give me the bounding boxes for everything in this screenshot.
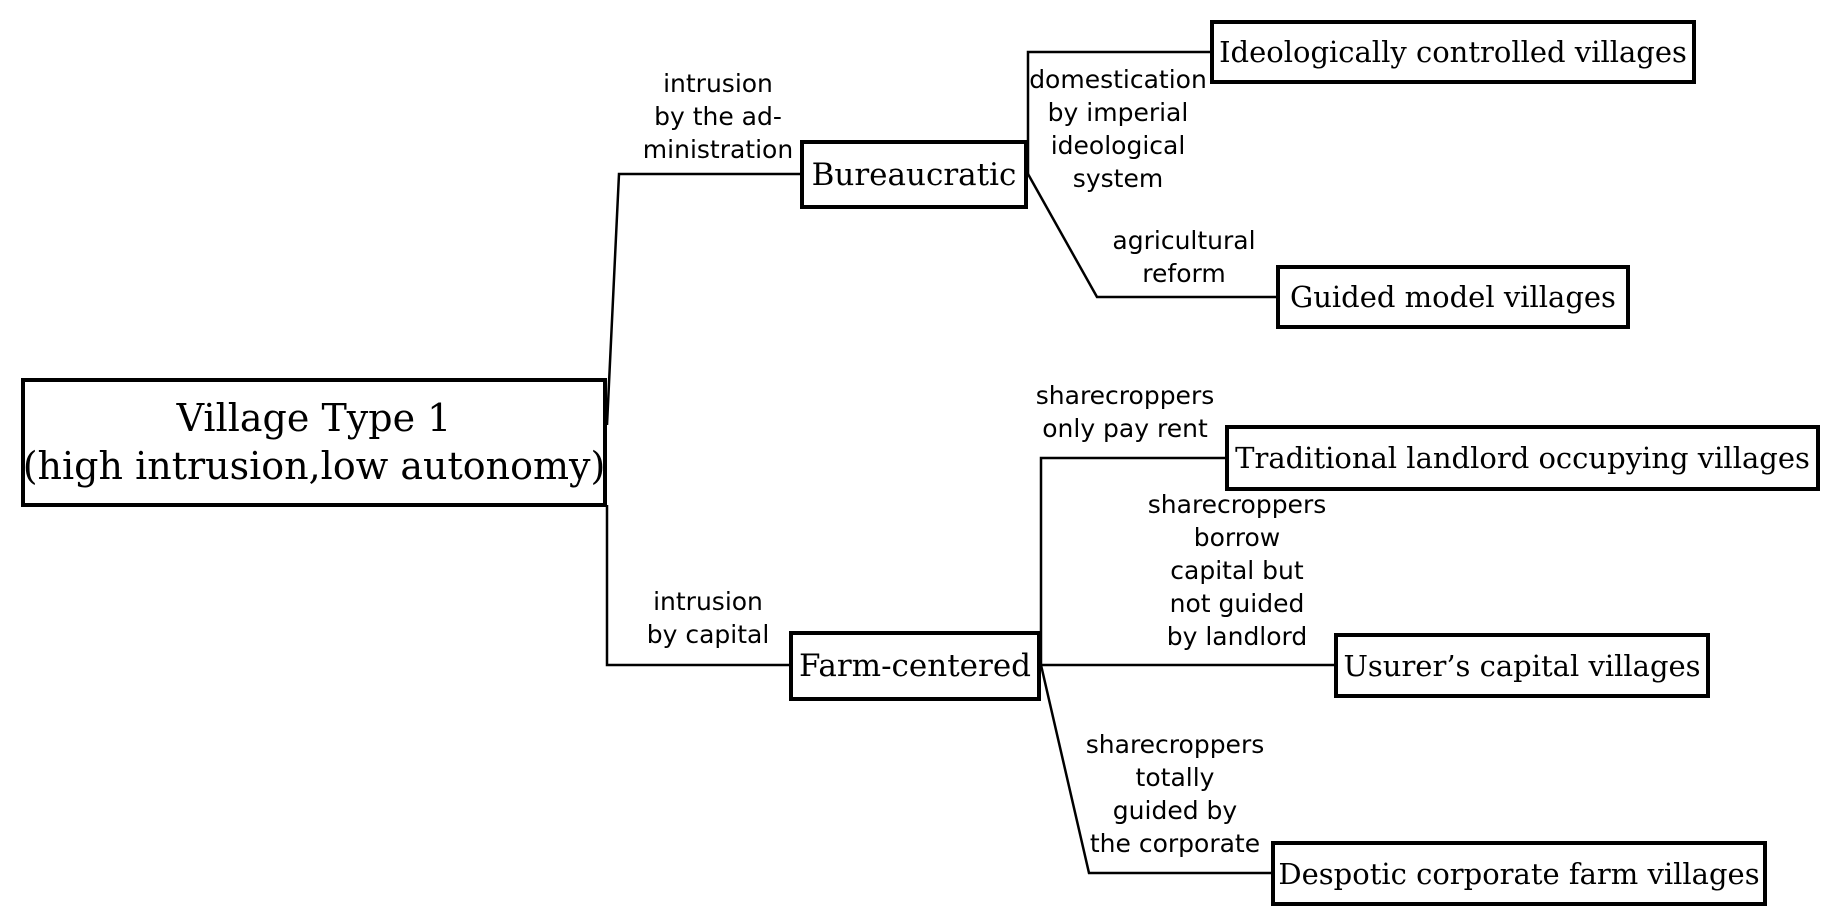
edge-label-agricultural-reform: agricultural reform [1096, 224, 1272, 290]
node-traditional-landlord-villages: Traditional landlord occupying villages [1225, 425, 1820, 491]
node-bureaucratic: Bureaucratic [800, 140, 1028, 209]
edge-label-line: by imperial [1047, 98, 1189, 127]
node-usurer-label: Usurer’s capital villages [1343, 648, 1701, 683]
edge-root-farm [605, 505, 789, 667]
edge-farm-despotic [1039, 664, 1271, 875]
edge-bureaucratic-ideological [1026, 50, 1210, 174]
edge-label-line: intrusion [653, 587, 763, 616]
edge-bureaucratic-guided [1026, 173, 1276, 299]
edge-label-line: ministration [642, 135, 794, 164]
node-guided-label: Guided model villages [1290, 280, 1616, 314]
node-farm-centered: Farm-centered [789, 631, 1041, 701]
edge-label-line: not guided [1169, 589, 1305, 618]
edge-label-line: ideological [1050, 131, 1186, 160]
root-node-village-type-1: Village Type 1 (high intrusion,low auton… [21, 378, 607, 507]
edge-label-line: by the ad- [654, 102, 782, 131]
node-bureaucratic-label: Bureaucratic [811, 156, 1017, 193]
edge-label-line: totally [1135, 763, 1215, 792]
edge-label-line: sharecroppers [1035, 381, 1215, 410]
edge-label-line: intrusion [663, 69, 773, 98]
edge-label-line: only pay rent [1042, 414, 1208, 443]
edge-label-line: borrow [1193, 523, 1281, 552]
edge-farm-traditional [1039, 456, 1225, 665]
edge-label-intrusion-administration: intrusion by the ad- ministration [628, 67, 808, 166]
node-traditional-label: Traditional landlord occupying villages [1235, 441, 1810, 475]
root-subtitle: (high intrusion,low autonomy) [22, 443, 606, 488]
node-despotic-label: Despotic corporate farm villages [1278, 856, 1760, 891]
edge-label-line: capital but [1170, 556, 1304, 585]
edge-label-line: sharecroppers [1085, 730, 1265, 759]
edge-label-line: reform [1142, 259, 1226, 288]
edge-label-line: system [1072, 164, 1164, 193]
edge-root-bureaucratic [605, 172, 800, 426]
node-despotic-corporate-farm-villages: Despotic corporate farm villages [1271, 841, 1767, 906]
edge-label-line: the corporate [1089, 829, 1261, 858]
node-farm-centered-label: Farm-centered [798, 648, 1032, 684]
node-ideologically-controlled-villages: Ideologically controlled villages [1210, 20, 1696, 84]
edge-label-intrusion-capital: intrusion by capital [622, 585, 794, 651]
node-ideological-label: Ideologically controlled villages [1219, 35, 1687, 69]
edge-label-line: guided by [1112, 796, 1238, 825]
edge-label-domestication: domestication by imperial ideological sy… [1024, 63, 1212, 195]
node-usurers-capital-villages: Usurer’s capital villages [1334, 633, 1710, 698]
edge-label-line: sharecroppers [1147, 490, 1327, 519]
root-title: Village Type 1 [176, 396, 452, 440]
edge-label-line: agricultural [1112, 226, 1256, 255]
edge-label-totally-guided: sharecroppers totally guided by the corp… [1080, 728, 1270, 860]
edge-label-line: domestication [1029, 65, 1207, 94]
node-guided-model-villages: Guided model villages [1276, 265, 1630, 329]
edge-label-line: by capital [646, 620, 770, 649]
edge-label-borrow-capital: sharecroppers borrow capital but not gui… [1140, 488, 1334, 653]
edge-label-only-pay-rent: sharecroppers only pay rent [1030, 379, 1220, 445]
edge-label-line: by landlord [1166, 622, 1308, 651]
